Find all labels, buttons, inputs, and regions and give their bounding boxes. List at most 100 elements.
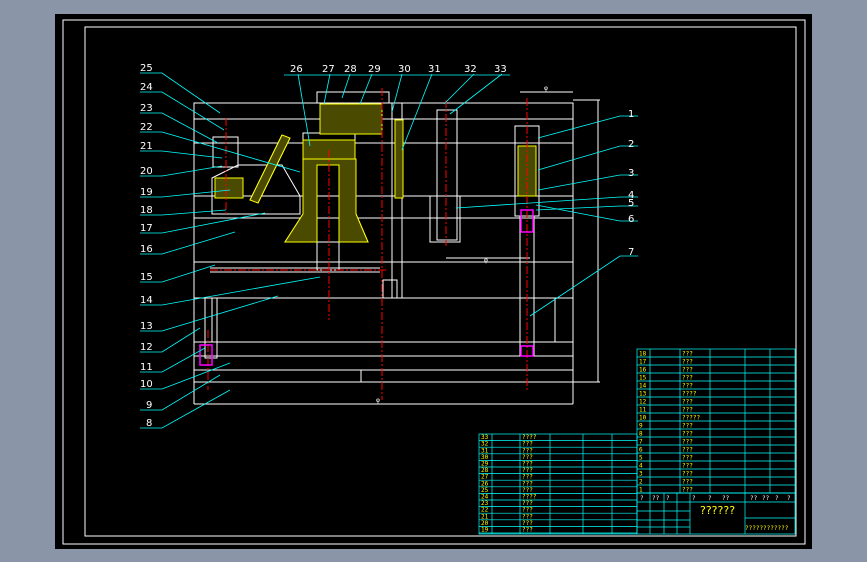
bom-row-name: ???? xyxy=(522,494,537,501)
bom-row-number: 16 xyxy=(639,367,647,374)
title-cell: ?? xyxy=(652,495,660,502)
bom-row-number: 19 xyxy=(481,527,489,534)
bom-row-name: ??? xyxy=(682,375,693,382)
bom-row-name: ??? xyxy=(522,520,533,527)
part-labels-left: 25 24 23 22 21 20 19 18 17 16 15 14 13 1… xyxy=(140,63,153,429)
bom-row-number: 20 xyxy=(481,520,489,527)
bom-row-name: ??? xyxy=(522,441,533,448)
bom-row-number: 24 xyxy=(481,494,489,501)
bom-row-number: 33 xyxy=(481,434,489,441)
bom-row-name: ??? xyxy=(522,507,533,514)
bom-row-number: 11 xyxy=(639,407,647,414)
bom-row-number: 13 xyxy=(639,391,647,398)
title-cell: ?? xyxy=(762,495,770,502)
bom-row-number: 31 xyxy=(481,447,489,454)
bom-row-number: 9 xyxy=(639,423,643,430)
part-label: 5 xyxy=(628,198,634,209)
bom-row-name: ??? xyxy=(682,407,693,414)
bom-row-number: 5 xyxy=(639,455,643,462)
bom-row-name: ??? xyxy=(522,454,533,461)
part-label: 12 xyxy=(140,342,153,353)
part-label: 21 xyxy=(140,141,153,152)
bom-row-name: ??? xyxy=(522,447,533,454)
part-label: 33 xyxy=(494,64,507,75)
bom-row-number: 14 xyxy=(639,383,647,390)
bom-row-number: 17 xyxy=(639,359,647,366)
part-label: 3 xyxy=(628,168,634,179)
part-label: 24 xyxy=(140,82,153,93)
bom-row-number: 6 xyxy=(639,447,643,454)
bom-row-name: ????? xyxy=(682,415,700,422)
part-label: 31 xyxy=(428,64,441,75)
bom-row-number: 28 xyxy=(481,467,489,474)
part-label: 19 xyxy=(140,187,153,198)
part-label: 16 xyxy=(140,244,153,255)
bom-lower-rows: 33????32???31???30???29???28???27???26??… xyxy=(481,434,537,533)
bom-row-number: 27 xyxy=(481,474,489,481)
bom-row-name: ??? xyxy=(522,487,533,494)
part-label: 32 xyxy=(464,64,477,75)
part-label: 23 xyxy=(140,103,153,114)
bom-row-number: 4 xyxy=(639,463,643,470)
bom-upper-table xyxy=(636,348,796,494)
drawing-subtitle: ???????????? xyxy=(745,525,789,532)
part-label: 28 xyxy=(344,64,357,75)
title-row-labels: ? ?? ? ? ? ?? ?? ?? ? ? xyxy=(640,495,791,502)
bom-row-name: ??? xyxy=(682,383,693,390)
drawing-title: ?????? xyxy=(700,504,735,517)
bom-row-number: 26 xyxy=(481,480,489,487)
part-label: 6 xyxy=(628,214,634,225)
bom-row-number: 30 xyxy=(481,454,489,461)
bom-row-name: ???? xyxy=(682,391,697,398)
part-label: 11 xyxy=(140,362,153,373)
bom-row-number: 22 xyxy=(481,507,489,514)
bom-row-name: ??? xyxy=(682,439,693,446)
title-cell: ? xyxy=(787,495,791,502)
part-label: 20 xyxy=(140,166,153,177)
title-cell: ? xyxy=(692,495,696,502)
bom-row-name: ???? xyxy=(522,434,537,441)
bom-lower-table xyxy=(478,433,638,535)
part-label: 22 xyxy=(140,122,153,133)
bom-row-name: ??? xyxy=(522,461,533,468)
bom-row-number: 32 xyxy=(481,441,489,448)
part-label: 17 xyxy=(140,223,153,234)
bom-row-number: 12 xyxy=(639,399,647,406)
bom-row-number: 7 xyxy=(639,439,643,446)
bom-row-name: ??? xyxy=(522,467,533,474)
dim-mark: φ xyxy=(544,85,548,92)
part-label: 1 xyxy=(628,109,634,120)
bom-row-name: ??? xyxy=(522,480,533,487)
part-label: 13 xyxy=(140,321,153,332)
dim-mark: φ xyxy=(484,257,488,264)
bom-row-name: ??? xyxy=(682,487,693,494)
part-labels-top: 26 27 28 29 30 31 32 33 xyxy=(290,64,507,75)
part-label: 7 xyxy=(628,247,634,258)
part-label: 15 xyxy=(140,272,153,283)
inner-border xyxy=(84,26,797,537)
bom-row-name: ??? xyxy=(522,474,533,481)
title-cell: ? xyxy=(708,495,712,502)
part-label: 8 xyxy=(146,418,152,429)
sectioned-parts xyxy=(214,103,537,243)
bom-row-name: ??? xyxy=(682,455,693,462)
part-label: 10 xyxy=(140,379,153,390)
bom-row-number: 2 xyxy=(639,479,643,486)
springs xyxy=(199,209,534,366)
bom-row-name: ??? xyxy=(682,423,693,430)
part-label: 4 xyxy=(628,190,634,201)
title-block xyxy=(636,492,796,535)
bom-row-name: ??? xyxy=(682,479,693,486)
part-label: 25 xyxy=(140,63,153,74)
title-cell: ? xyxy=(666,495,670,502)
bom-row-number: 1 xyxy=(639,487,643,494)
bom-row-name: ??? xyxy=(682,367,693,374)
part-label: 26 xyxy=(290,64,303,75)
bom-row-name: ??? xyxy=(682,351,693,358)
bom-row-name: ??? xyxy=(682,471,693,478)
bom-row-number: 8 xyxy=(639,431,643,438)
center-axes xyxy=(207,88,528,400)
part-labels-right: 1 2 3 4 5 6 7 xyxy=(628,109,634,258)
part-label: 27 xyxy=(322,64,335,75)
bom-row-name: ??? xyxy=(682,359,693,366)
